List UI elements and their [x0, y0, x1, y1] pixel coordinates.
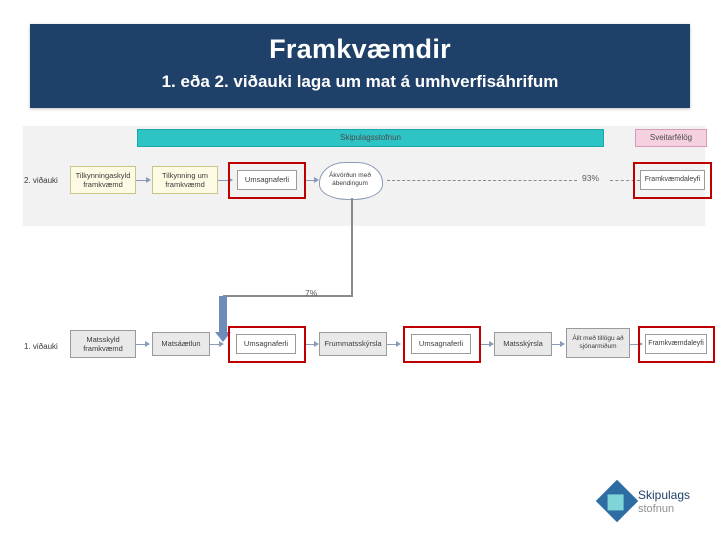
title-banner: Framkvæmdir 1. eða 2. viðauki laga um ma…	[30, 24, 690, 108]
node-tilkynning-um-framkvaemd: Tilkynning um framkvæmd	[152, 166, 218, 194]
connector-vertical-down	[351, 198, 353, 296]
arrow-head-bottom-5	[489, 341, 494, 347]
arrow-top-3	[306, 180, 316, 181]
dashed-connector-top-2	[610, 180, 640, 181]
arrow-top-2	[218, 180, 230, 181]
node-framkvaemdaleyfi-top: Framkvæmdaleyfi	[640, 170, 705, 190]
arrow-head-bottom-2	[219, 341, 224, 347]
arrow-head-top-3	[314, 177, 319, 183]
blue-arrow-shaft	[219, 296, 227, 334]
logo-text-line2: stofnun	[638, 503, 675, 515]
arrow-bottom-2	[210, 344, 222, 345]
arrow-head-bottom-4	[396, 341, 401, 347]
arrow-bottom-7	[630, 344, 640, 345]
arrow-head-bottom-1	[145, 341, 150, 347]
arrow-bottom-4	[387, 344, 399, 345]
logo-diamond-icon	[595, 479, 639, 523]
process-diagram: Skipulagsstofnun Sveitarfélög 2. viðauki…	[15, 126, 720, 382]
node-umsagnaferli-top: Umsagnaferli	[237, 170, 297, 190]
dashed-connector-top	[387, 180, 577, 181]
node-matsaaetlun: Matsáætlun	[152, 332, 210, 356]
arrow-bottom-6	[552, 344, 562, 345]
node-framkvaemdaleyfi-bottom: Framkvæmdaleyfi	[645, 334, 707, 354]
node-umsagnaferli-bottom-1: Umsagnaferli	[236, 334, 296, 354]
arrow-bottom-3	[306, 344, 316, 345]
logo-diamond-inner-icon	[607, 494, 624, 511]
node-umsagnaferli-bottom-2: Umsagnaferli	[411, 334, 471, 354]
blue-arrow-head	[215, 332, 231, 342]
highlight-umsagnaferli-bottom-1	[228, 326, 306, 363]
arrow-top-1	[136, 180, 148, 181]
highlight-umsagnaferli-bottom-2	[403, 326, 481, 363]
page-subtitle: 1. eða 2. viðauki laga um mat á umhverfi…	[161, 72, 559, 91]
arrow-head-bottom-7	[638, 341, 643, 347]
highlight-umsagnaferli-top	[228, 162, 306, 199]
highlight-framkvaemdaleyfi-bottom	[638, 326, 715, 363]
arrow-head-top-2	[228, 177, 233, 183]
highlight-framkvaemdaleyfi-top	[633, 162, 712, 199]
arrow-bottom-1	[136, 344, 148, 345]
arrow-head-top-1	[146, 177, 151, 183]
page-title: Framkvæmdir	[269, 34, 451, 64]
node-frummatsskyrsla: Frummatsskýrsla	[319, 332, 387, 356]
lane-label-vidauki-2: 2. viðauki	[24, 176, 58, 185]
node-akvordun-med-abendingum: Ákvörðun með ábendingum	[329, 171, 371, 187]
node-tilkynningaskyld-framkvaemd: Tilkynningaskyld framkvæmd	[70, 166, 136, 194]
node-matsskyrsla: Matsskýrsla	[494, 332, 552, 356]
logo: Skipulags stofnun	[595, 479, 698, 528]
logo-text-line1: Skipulags	[638, 488, 691, 502]
cloud-akvordun-shape	[319, 162, 383, 200]
arrow-bottom-5	[481, 344, 491, 345]
diagram-bottom-band	[15, 226, 720, 382]
lane-header-skipulagsstofnun: Skipulagsstofnun	[137, 129, 604, 147]
node-alit-med-tillogu: Álit með tillögu að sjónarmiðum	[566, 328, 630, 358]
connector-horizontal-left	[223, 295, 353, 297]
arrow-head-bottom-3	[314, 341, 319, 347]
percent-bottom: 7%	[305, 288, 318, 298]
lane-header-sveitarfelog: Sveitarfélög	[635, 129, 707, 147]
arrow-head-bottom-6	[560, 341, 565, 347]
node-matsskyld-framkvaemd: Matsskyld framkvæmd	[70, 330, 136, 358]
percent-top: 93%	[582, 173, 600, 183]
lane-label-vidauki-1: 1. viðauki	[24, 342, 58, 351]
